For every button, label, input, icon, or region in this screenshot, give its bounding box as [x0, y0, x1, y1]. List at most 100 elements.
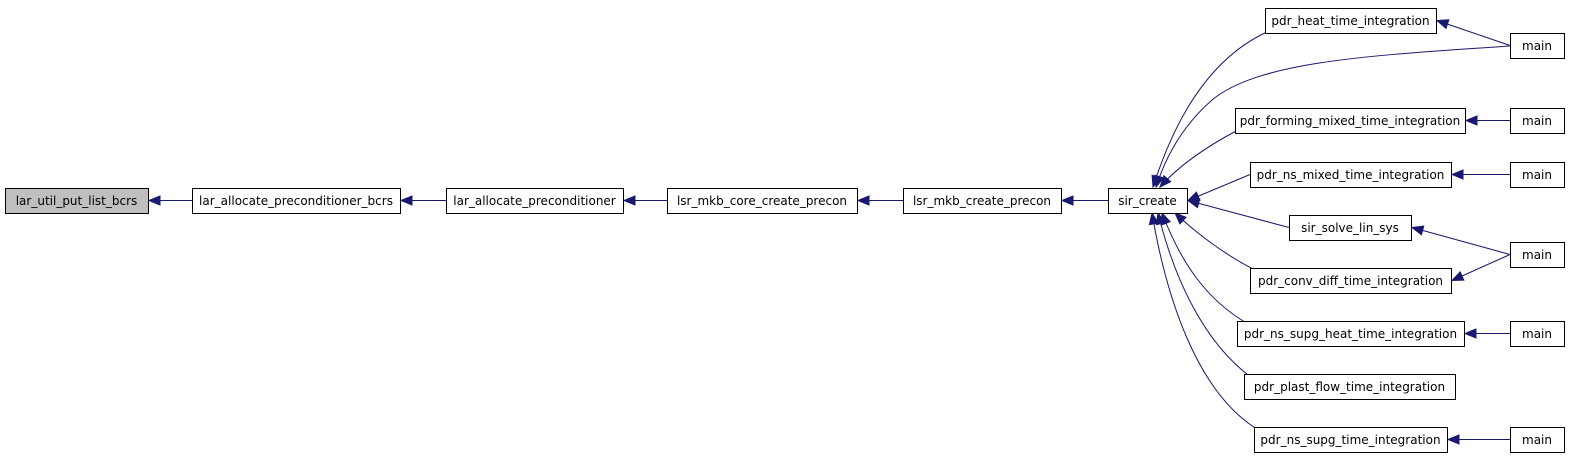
- node-lar_allocate_preconditioner_bcrs[interactable]: lar_allocate_preconditioner_bcrs: [192, 188, 401, 214]
- node-box: [667, 188, 858, 214]
- node-label: lar_util_put_list_bcrs: [16, 194, 138, 208]
- node-main_4[interactable]: main: [1510, 242, 1565, 268]
- node-pdr_plast_flow_time_integration[interactable]: pdr_plast_flow_time_integration: [1244, 374, 1456, 400]
- node-box: [1250, 162, 1452, 188]
- edge-line: [1174, 212, 1256, 271]
- edge-arrowhead: [1410, 225, 1425, 236]
- node-label: sir_solve_lin_sys: [1301, 221, 1399, 235]
- node-box: [903, 188, 1062, 214]
- node-label: lar_allocate_preconditioner_bcrs: [199, 194, 393, 208]
- edge-arrowhead: [1154, 174, 1165, 189]
- edge-sir_create-to-lsr_mkb_create_precon: [1060, 195, 1108, 206]
- edge-main_2-to-pdr_forming_mixed_time_integration: [1464, 115, 1510, 126]
- edges-layer: [147, 19, 1511, 445]
- edge-arrowhead: [1463, 328, 1477, 339]
- node-sir_solve_lin_sys[interactable]: sir_solve_lin_sys: [1289, 215, 1412, 241]
- node-lsr_mkb_core_create_precon[interactable]: lsr_mkb_core_create_precon: [667, 188, 858, 214]
- node-box: [1237, 321, 1465, 347]
- node-lsr_mkb_create_precon[interactable]: lsr_mkb_create_precon: [903, 188, 1062, 214]
- node-label: main: [1522, 39, 1552, 53]
- node-pdr_heat_time_integration[interactable]: pdr_heat_time_integration: [1265, 8, 1437, 34]
- node-label: pdr_ns_mixed_time_integration: [1257, 168, 1445, 182]
- edge-pdr_ns_supg_time_integration-to-sir_create: [1148, 211, 1263, 433]
- node-main_2[interactable]: main: [1510, 108, 1565, 134]
- edge-arrowhead: [1464, 115, 1478, 126]
- edge-lsr_mkb_core_create_precon-to-lar_allocate_preconditioner: [622, 195, 667, 206]
- edge-arrowhead: [1450, 271, 1465, 282]
- edge-line: [1151, 212, 1263, 433]
- node-box: [1244, 374, 1456, 400]
- node-sir_create[interactable]: sir_create: [1108, 188, 1188, 214]
- node-label: pdr_plast_flow_time_integration: [1254, 380, 1445, 394]
- node-box: [1510, 162, 1565, 188]
- edge-pdr_conv_diff_time_integration-to-sir_create: [1174, 212, 1256, 271]
- node-box: [1510, 427, 1565, 453]
- edge-main_3-to-pdr_ns_mixed_time_integration: [1450, 169, 1510, 180]
- edge-line: [1187, 200, 1290, 228]
- node-pdr_conv_diff_time_integration[interactable]: pdr_conv_diff_time_integration: [1250, 268, 1452, 294]
- edge-line: [1155, 45, 1511, 188]
- edge-main_6-to-pdr_ns_supg_time_integration: [1446, 434, 1510, 445]
- node-label: main: [1522, 168, 1552, 182]
- edge-arrowhead: [1155, 211, 1166, 226]
- edge-line: [1436, 20, 1511, 46]
- edge-arrowhead: [1446, 434, 1460, 445]
- edge-arrowhead: [1174, 212, 1187, 225]
- node-label: lsr_mkb_core_create_precon: [677, 194, 847, 208]
- node-box: [1510, 321, 1565, 347]
- node-main_1[interactable]: main: [1510, 33, 1565, 59]
- edge-lar_allocate_preconditioner_bcrs-to-lar_util_put_list_bcrs: [147, 195, 192, 206]
- node-box: [1289, 215, 1412, 241]
- edge-main_5-to-pdr_ns_supg_heat_time_integration: [1463, 328, 1510, 339]
- node-box: [1235, 108, 1466, 134]
- node-pdr_ns_supg_heat_time_integration[interactable]: pdr_ns_supg_heat_time_integration: [1237, 321, 1465, 347]
- node-pdr_forming_mixed_time_integration[interactable]: pdr_forming_mixed_time_integration: [1235, 108, 1466, 134]
- node-lar_allocate_preconditioner[interactable]: lar_allocate_preconditioner: [446, 188, 624, 214]
- node-label: pdr_conv_diff_time_integration: [1258, 274, 1443, 288]
- edge-arrowhead: [399, 195, 413, 206]
- node-label: main: [1522, 433, 1552, 447]
- node-label: main: [1522, 327, 1552, 341]
- edge-arrowhead: [1148, 211, 1160, 226]
- node-box: [1265, 8, 1437, 34]
- node-label: pdr_forming_mixed_time_integration: [1240, 114, 1461, 128]
- node-pdr_ns_supg_time_integration[interactable]: pdr_ns_supg_time_integration: [1254, 427, 1448, 453]
- node-label: lar_allocate_preconditioner: [453, 194, 616, 208]
- edge-lsr_mkb_create_precon-to-lsr_mkb_core_create_precon: [856, 195, 903, 206]
- node-box: [5, 188, 149, 214]
- edge-line: [1157, 212, 1253, 379]
- edge-main_1-to-pdr_heat_time_integration: [1435, 19, 1511, 46]
- edge-pdr_forming_mixed_time_integration-to-sir_create: [1159, 129, 1239, 188]
- node-label: main: [1522, 114, 1552, 128]
- node-label: pdr_heat_time_integration: [1271, 14, 1429, 28]
- node-main_6[interactable]: main: [1510, 427, 1565, 453]
- edge-arrowhead: [1060, 195, 1074, 206]
- node-box: [192, 188, 401, 214]
- edge-arrowhead: [147, 195, 161, 206]
- edge-arrowhead: [1435, 19, 1450, 30]
- node-box: [1510, 33, 1565, 59]
- node-lar_util_put_list_bcrs[interactable]: lar_util_put_list_bcrs: [5, 188, 149, 214]
- edge-main_1-to-sir_create: [1154, 45, 1511, 189]
- node-pdr_ns_mixed_time_integration[interactable]: pdr_ns_mixed_time_integration: [1250, 162, 1452, 188]
- edge-arrowhead: [1450, 169, 1464, 180]
- edge-sir_solve_lin_sys-to-sir_create: [1186, 198, 1290, 228]
- node-label: pdr_ns_supg_time_integration: [1260, 433, 1440, 447]
- edge-pdr_plast_flow_time_integration-to-sir_create: [1155, 211, 1253, 379]
- node-label: sir_create: [1118, 194, 1177, 208]
- node-box: [1108, 188, 1188, 214]
- edge-arrowhead: [856, 195, 870, 206]
- edge-main_4-to-sir_solve_lin_sys: [1410, 225, 1511, 255]
- node-label: pdr_ns_supg_heat_time_integration: [1244, 327, 1457, 341]
- node-main_5[interactable]: main: [1510, 321, 1565, 347]
- edge-line: [1161, 212, 1251, 326]
- node-box: [1254, 427, 1448, 453]
- edge-arrowhead: [1159, 174, 1172, 188]
- node-label: main: [1522, 248, 1552, 262]
- edge-pdr_ns_mixed_time_integration-to-sir_create: [1186, 174, 1251, 202]
- node-box: [1510, 242, 1565, 268]
- edge-line: [1152, 31, 1268, 188]
- node-box: [446, 188, 624, 214]
- node-main_3[interactable]: main: [1510, 162, 1565, 188]
